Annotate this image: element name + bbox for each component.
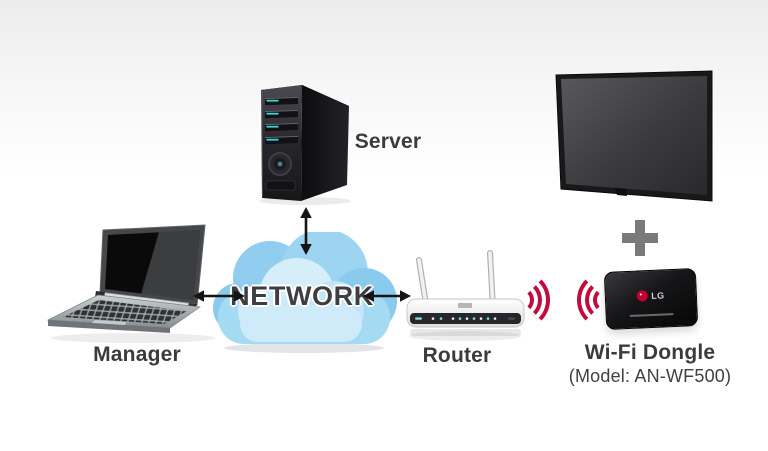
tv-foot [615, 188, 627, 196]
network-router-arrow-icon [363, 290, 411, 302]
network-cloud-icon [213, 232, 397, 353]
wifi-dongle-model-label: (Model: AN-WF500) [568, 366, 732, 386]
router-label: Router [422, 344, 492, 367]
server-drive-bays [264, 96, 299, 145]
tv-display-icon [555, 70, 713, 202]
lg-logo-circle-icon [637, 290, 649, 302]
tv-screen [561, 76, 707, 195]
laptop-keyboard [63, 300, 187, 324]
wifi-dongle-icon: LG [603, 268, 699, 330]
cloud-shadow [224, 343, 384, 353]
server-label: Server [354, 130, 422, 153]
lg-logo-text: LG [651, 289, 665, 301]
laptop-icon [46, 224, 215, 343]
router-shadow [409, 331, 521, 341]
lg-logo: LG [606, 288, 696, 303]
router-front-panel [410, 313, 521, 324]
server-network-arrow-icon [300, 207, 312, 255]
plus-icon [622, 220, 658, 256]
router-logo-mark [458, 303, 472, 308]
network-label: NETWORK [230, 281, 374, 311]
wifi-dongle-label: Wi-Fi Dongle [584, 341, 716, 364]
router-reflection [410, 329, 521, 336]
laptop-front-edge [48, 320, 170, 333]
laptop-shadow [51, 333, 215, 343]
server-tower-icon [259, 85, 351, 205]
server-vent [265, 180, 296, 191]
dongle-fineprint [629, 312, 674, 317]
manager-label: Manager [93, 343, 181, 366]
server-side-face [301, 85, 349, 201]
manager-network-arrow-icon [193, 290, 245, 302]
